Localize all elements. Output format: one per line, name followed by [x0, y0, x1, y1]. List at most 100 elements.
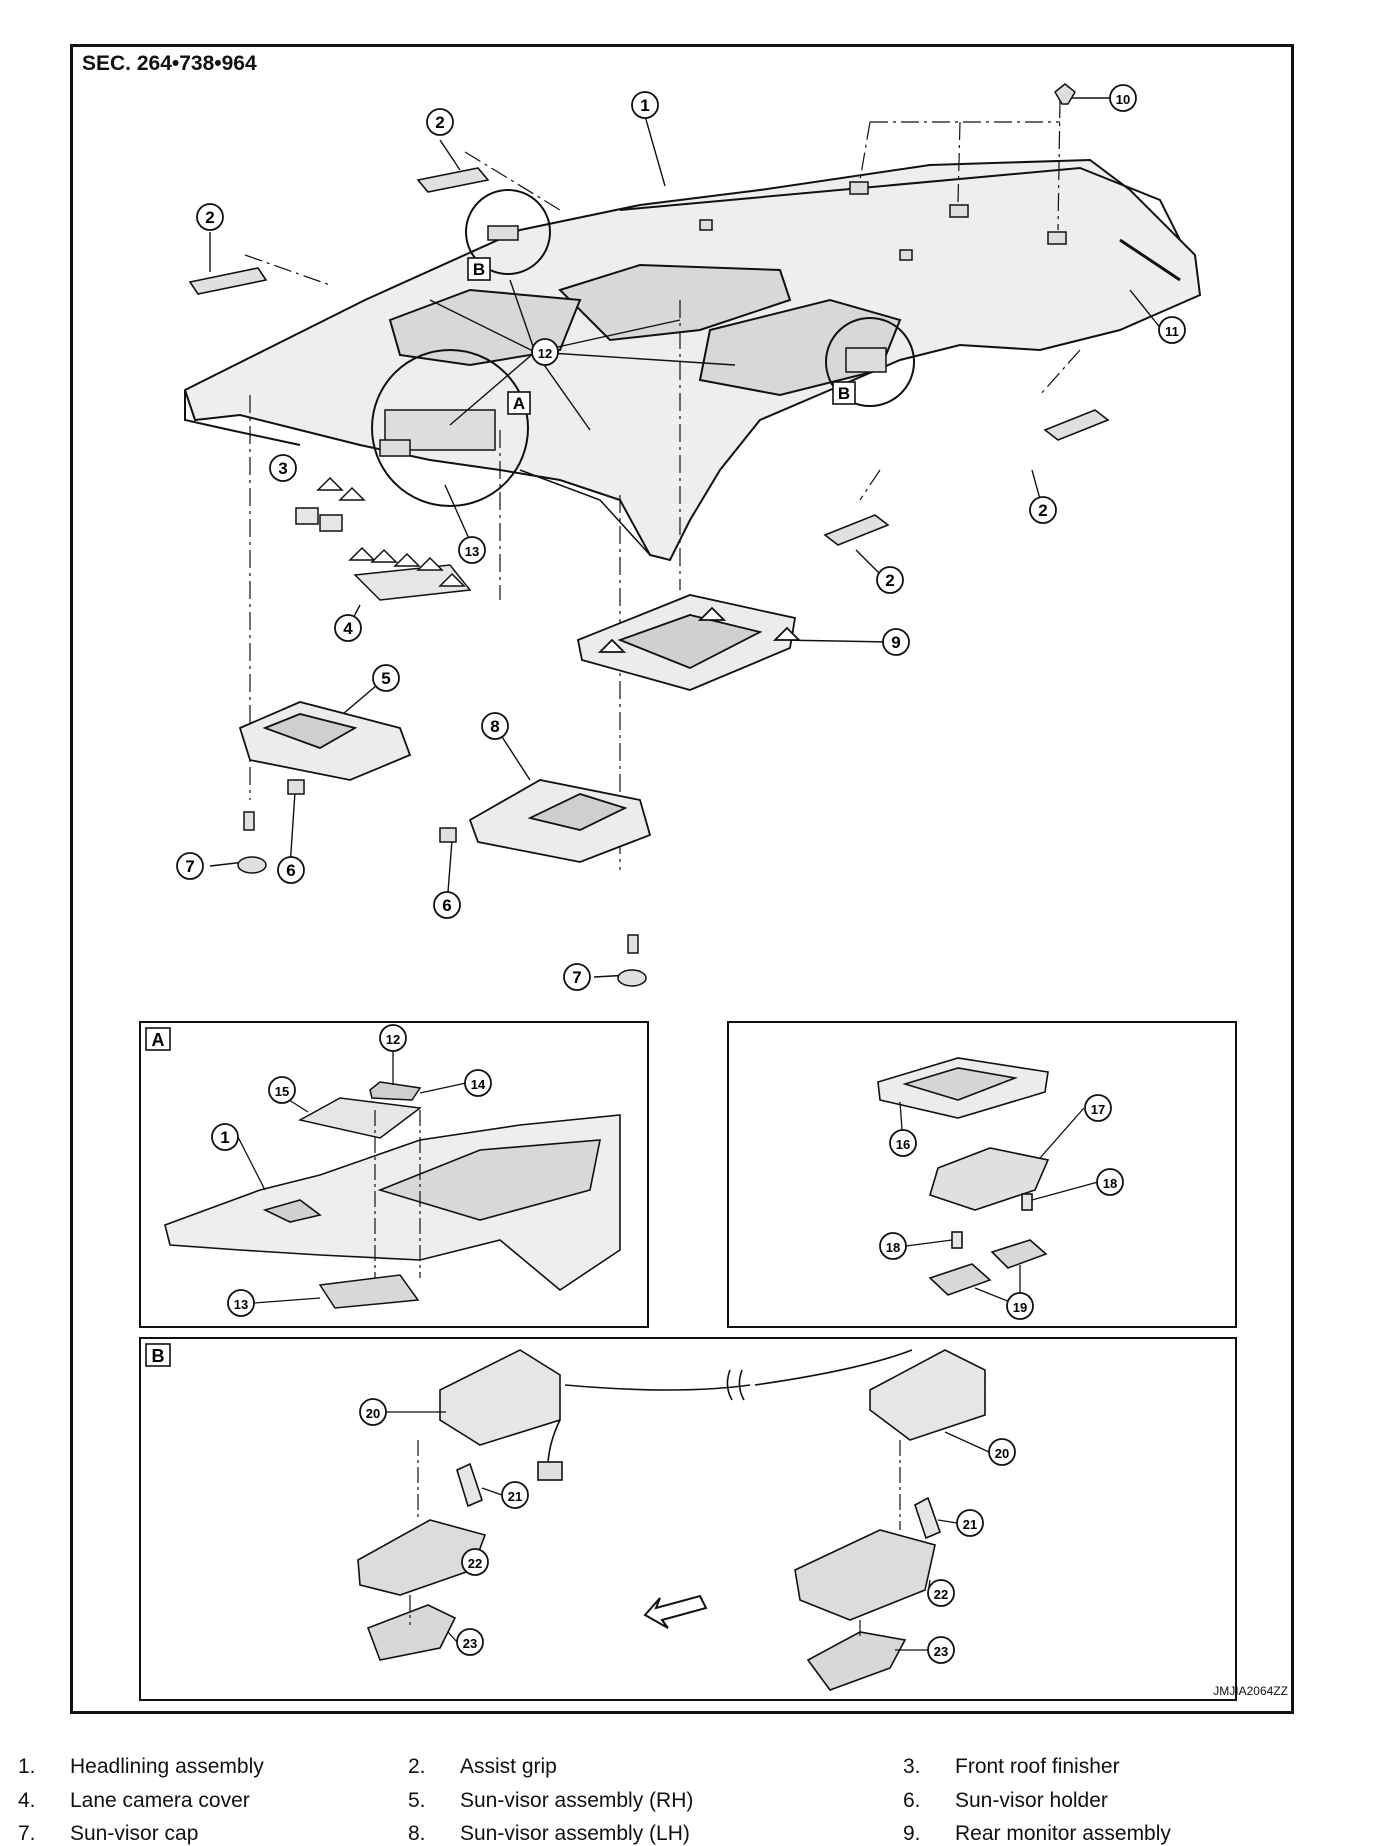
legend-label: Front roof finisher: [955, 1755, 1120, 1778]
callout-circle: [458, 536, 486, 564]
svg-text:B: B: [152, 1346, 165, 1366]
callout-circle: [1109, 84, 1137, 112]
callout-circle: [631, 91, 659, 119]
main-b-tags: B B A: [467, 257, 856, 415]
callout-number: 20: [366, 1406, 380, 1421]
callout-number: 15: [275, 1084, 289, 1099]
callout-number: 17: [1091, 1102, 1105, 1117]
front-direction-arrow: [643, 1594, 708, 1629]
sun-visor-holders-caps: [237, 779, 647, 987]
svg-text:A: A: [152, 1030, 165, 1050]
legend-number: 3.: [903, 1755, 921, 1778]
callout-number: 23: [934, 1644, 948, 1659]
callout-number: 11: [1165, 324, 1179, 339]
callout-number: 1: [220, 1128, 229, 1147]
detail-b-right-parts: [794, 1349, 986, 1691]
callout-number: 21: [508, 1489, 522, 1504]
svg-text:B: B: [473, 260, 485, 279]
front-roof-finisher: [295, 476, 366, 532]
callout-number: 12: [538, 346, 552, 361]
assist-grips: [188, 167, 1110, 546]
detail-b-projection: [409, 1440, 901, 1640]
rear-monitor-assembly: [576, 594, 802, 691]
rear-monitor-detail-leaders: [899, 1101, 1099, 1307]
callout-circle: [1006, 1292, 1034, 1320]
callout-number: 10: [1116, 92, 1130, 107]
legend-label: Sun-visor holder: [955, 1789, 1108, 1812]
callout-circle: [876, 566, 904, 594]
exploded-diagram: A B: [139, 83, 1237, 1701]
svg-text:A: A: [513, 394, 525, 413]
callout-number: 7: [185, 857, 194, 876]
callout-circle: [927, 1579, 955, 1607]
callout-circle: [196, 203, 224, 231]
lane-camera-cover: [348, 546, 472, 601]
detail-b-leaders: [386, 1411, 990, 1651]
callout-number: 20: [995, 1446, 1009, 1461]
callout-circle: [269, 454, 297, 482]
sun-visor-lh: [468, 779, 652, 863]
callout-circle: [464, 1069, 492, 1097]
headlining-clips: [699, 181, 1067, 261]
detail-a-projection: [374, 1110, 421, 1278]
callout-number: 6: [442, 896, 451, 915]
callout-circle: [359, 1398, 387, 1426]
callout-number: 16: [896, 1137, 910, 1152]
callout-circle: [563, 963, 591, 991]
callout-number: 9: [891, 633, 900, 652]
svg-text:B: B: [838, 384, 850, 403]
callout-number: 22: [934, 1587, 948, 1602]
callout-number: 21: [963, 1517, 977, 1532]
callout-circle: [461, 1548, 489, 1576]
callout-number: 13: [234, 1297, 248, 1312]
legend-number: 6.: [903, 1789, 921, 1812]
detail-circles: [371, 189, 915, 507]
legend-label: Sun-visor assembly (LH): [460, 1822, 690, 1845]
callout-number: 1: [640, 96, 649, 115]
detail-contents: [379, 225, 887, 457]
callout-number: 14: [471, 1077, 486, 1092]
legend-label: Lane camera cover: [70, 1789, 250, 1812]
figure-code: JMJIA2064ZZ: [1213, 1684, 1288, 1698]
legend-number: 1.: [18, 1755, 36, 1778]
detail-rear-monitor-box: [727, 1021, 1237, 1328]
callout-number: 2: [205, 208, 214, 227]
callout-number: 3: [278, 459, 287, 478]
callout-circle: [379, 1024, 407, 1052]
callout-number: 19: [1013, 1300, 1027, 1315]
sun-visor-rh: [238, 701, 412, 781]
callout-number: 5: [381, 669, 390, 688]
legend-label: Rear monitor assembly: [955, 1822, 1171, 1845]
legend-number: 8.: [408, 1822, 426, 1845]
callout-circle: [1029, 496, 1057, 524]
callout-circle: [882, 628, 910, 656]
detail-b-harness: [547, 1349, 913, 1463]
detail-a-box: [139, 1021, 649, 1328]
callout-circle: [433, 891, 461, 919]
callout-number: 22: [468, 1556, 482, 1571]
legend-number: 5.: [408, 1789, 426, 1812]
callout-circle: [277, 856, 305, 884]
callout-circle: [531, 338, 559, 366]
legend-label: Sun-visor assembly (RH): [460, 1789, 694, 1812]
callout-circle: [988, 1438, 1016, 1466]
callout-circle: [372, 664, 400, 692]
callout-circle: [426, 108, 454, 136]
callout-circle: [879, 1232, 907, 1260]
callout-number: 2: [885, 571, 894, 590]
diagram-frame: [70, 44, 1294, 1714]
callout-circle: [927, 1636, 955, 1664]
callout-number: 6: [286, 861, 295, 880]
callout-circle: [956, 1509, 984, 1537]
parts-legend: 1. Headlining assembly 2. Assist grip 3.…: [0, 1740, 1376, 1846]
legend-label: Sun-visor cap: [70, 1822, 199, 1845]
callout-number: 4: [343, 619, 353, 638]
callout-circle: [211, 1123, 239, 1151]
callout-number: 7: [572, 968, 581, 987]
detail-b-left-parts: [357, 1349, 563, 1661]
callout-circle: [176, 852, 204, 880]
callout-number: 2: [435, 113, 444, 132]
detail-a-parts: [297, 1081, 422, 1309]
legend-number: 7.: [18, 1822, 36, 1845]
